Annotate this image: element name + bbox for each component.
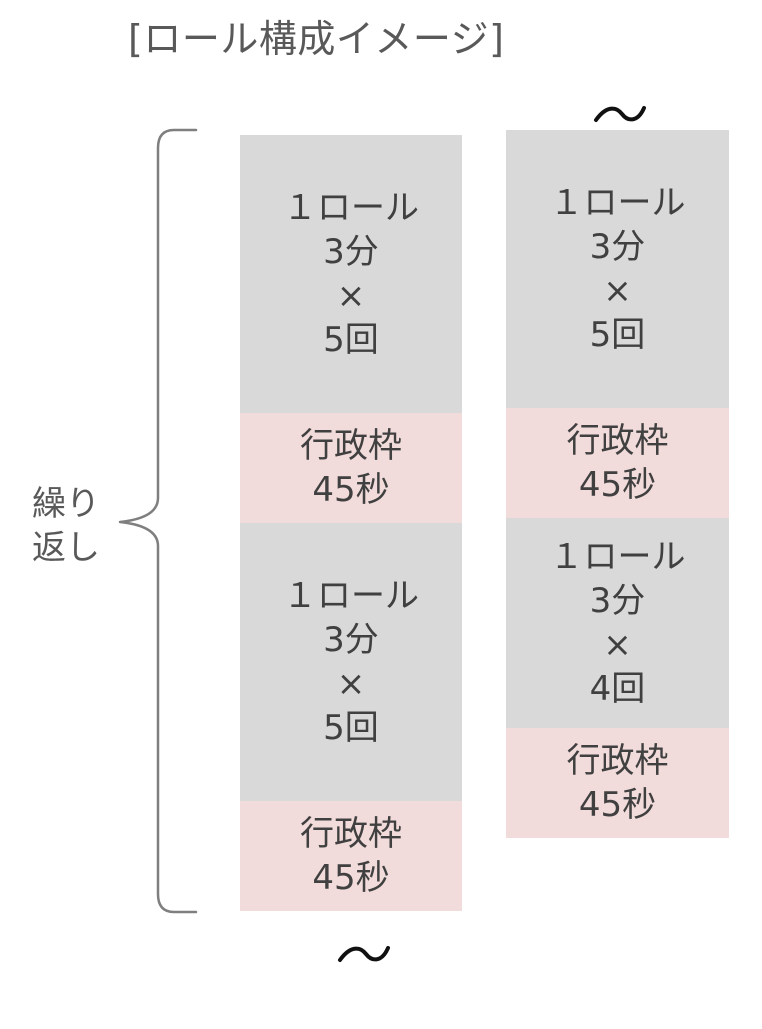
admin-duration: 45秒 (578, 465, 657, 505)
admin-label: 行政枠 (300, 426, 402, 466)
column-right: １ロール 3分 × 5回 行政枠 45秒 １ロール 3分 × 4回 行政枠 45… (506, 130, 729, 838)
admin-duration: 45秒 (312, 470, 390, 510)
roll-times-sign: × (603, 625, 632, 665)
roll-duration: 3分 (589, 227, 646, 267)
roll-count: 4回 (589, 669, 646, 709)
roll-duration: 3分 (323, 232, 379, 272)
roll-block: １ロール 3分 × 5回 (240, 135, 462, 413)
curly-brace-icon (118, 128, 198, 914)
admin-block: 行政枠 45秒 (506, 408, 729, 518)
admin-block: 行政枠 45秒 (506, 728, 729, 838)
repeat-label: 繰り 返し (32, 482, 100, 570)
repeat-label-line: 繰り (32, 484, 100, 524)
admin-duration: 45秒 (578, 785, 657, 825)
repeat-label-line: 返し (32, 528, 100, 568)
admin-label: 行政枠 (566, 741, 669, 781)
roll-block: １ロール 3分 × 5回 (240, 523, 462, 801)
admin-label: 行政枠 (300, 814, 402, 854)
diagram-title: [ロール構成イメージ] (128, 17, 505, 61)
roll-label: １ロール (283, 576, 419, 616)
admin-block: 行政枠 45秒 (240, 413, 462, 523)
roll-label: １ロール (549, 183, 686, 223)
roll-count: 5回 (323, 320, 379, 360)
roll-count: 5回 (323, 708, 379, 748)
roll-times-sign: × (603, 271, 632, 311)
roll-label: １ロール (283, 188, 419, 228)
column-left: １ロール 3分 × 5回 行政枠 45秒 １ロール 3分 × 5回 行政枠 45… (240, 135, 462, 911)
roll-times-sign: × (336, 664, 366, 704)
tilde-top-icon (594, 106, 646, 122)
admin-label: 行政枠 (566, 421, 669, 461)
roll-duration: 3分 (323, 620, 379, 660)
tilde-bottom-icon (338, 946, 390, 962)
admin-block: 行政枠 45秒 (240, 801, 462, 911)
roll-count: 5回 (589, 315, 646, 355)
roll-times-sign: × (336, 276, 366, 316)
roll-duration: 3分 (589, 581, 646, 621)
roll-label: １ロール (549, 537, 686, 577)
roll-block: １ロール 3分 × 4回 (506, 518, 729, 728)
roll-block: １ロール 3分 × 5回 (506, 130, 729, 408)
admin-duration: 45秒 (312, 858, 390, 898)
